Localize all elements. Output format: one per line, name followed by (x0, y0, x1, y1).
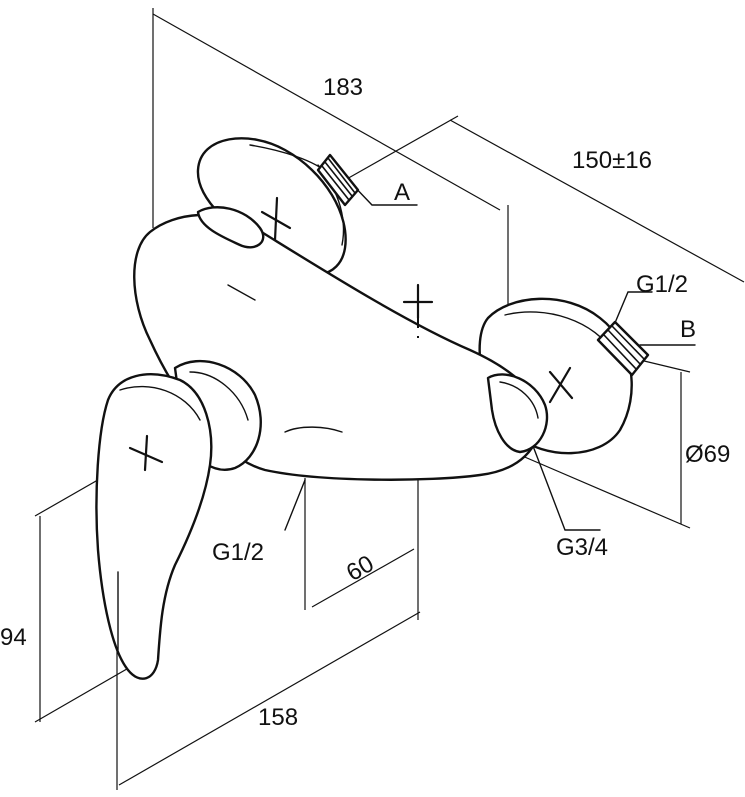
dim-connection-spacing: 150±16 (572, 147, 652, 174)
dim-escutcheon-diameter: Ø69 (685, 441, 730, 468)
dim-outlet-spacing: 60 (342, 550, 379, 587)
dim-overall-length: 183 (323, 74, 363, 101)
callout-thread-nut: G3/4 (556, 534, 608, 561)
dim-body-width: 158 (258, 704, 298, 731)
mixer-body (133, 206, 549, 481)
callout-thread-outlet: G1/2 (636, 271, 688, 298)
dim-lever-height: 94 (0, 624, 27, 651)
lever-handle (95, 373, 213, 680)
dimension-lines (34, 8, 745, 790)
callout-a: A (394, 179, 410, 206)
callout-b: B (680, 316, 696, 343)
callout-thread-inlet: G1/2 (212, 539, 264, 566)
